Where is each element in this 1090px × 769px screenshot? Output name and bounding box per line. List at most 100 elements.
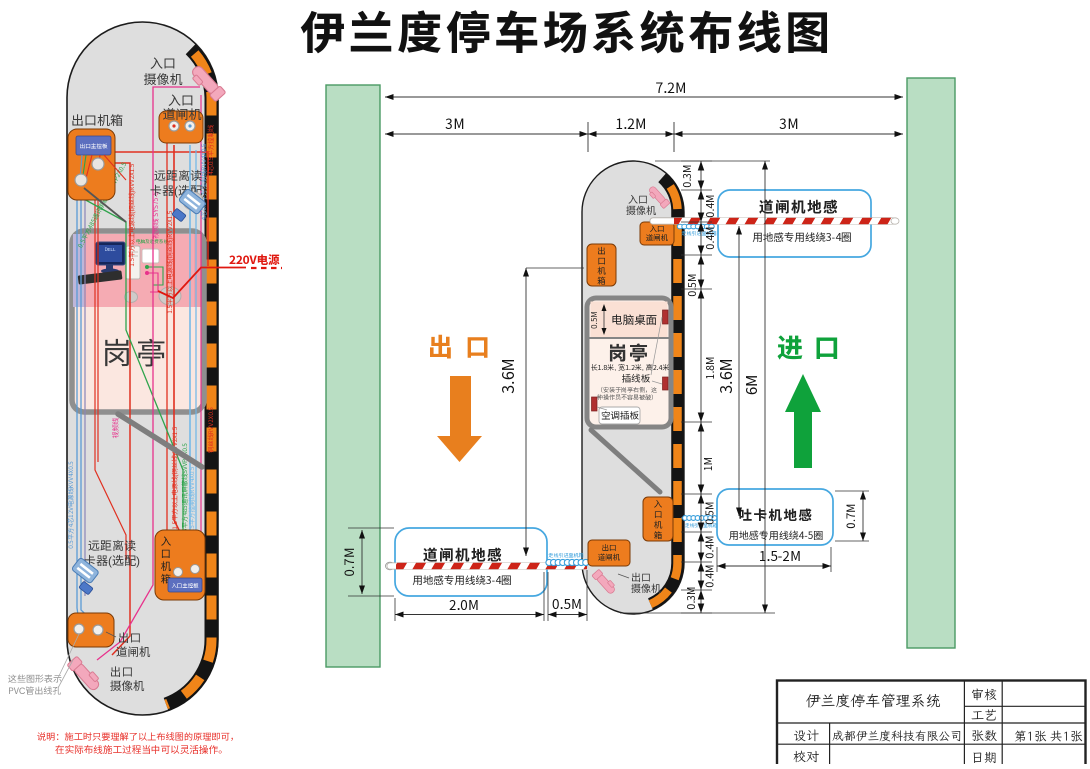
svg-text:视频线 SYS75-5: 视频线 SYS75-5 [150,191,160,239]
svg-text:1.5-2M: 1.5-2M [759,545,801,565]
svg-text:口: 口 [654,509,663,521]
svg-text:口: 口 [597,255,606,267]
svg-text:1M: 1M [701,457,716,471]
svg-text:日期: 日期 [971,749,997,764]
svg-text:视频线: 视频线 [111,418,121,439]
svg-text:道闸机: 道闸机 [598,552,621,563]
svg-text:走线引进至机箱: 走线引进至机箱 [681,230,717,237]
svg-text:入: 入 [161,534,172,549]
svg-text:审核: 审核 [971,686,997,703]
svg-text:空调插板: 空调插板 [601,408,640,422]
svg-text:卡器(选配): 卡器(选配) [84,552,140,569]
svg-text:1.5平方以上电源线(铜丝线)RVV2X1.5: 1.5平方以上电源线(铜丝线)RVV2X1.5 [165,211,174,314]
svg-text:共1张: 共1张 [1050,728,1083,745]
svg-text:张数: 张数 [971,727,998,744]
svg-text:这些图形表示: 这些图形表示 [7,672,62,685]
svg-text:7.2M: 7.2M [656,78,687,98]
svg-text:DELL: DELL [104,247,116,253]
svg-text:出口机箱: 出口机箱 [71,110,123,129]
svg-text:摄像机: 摄像机 [625,202,656,217]
svg-text:远距离读: 远距离读 [88,537,136,554]
svg-text:用地感专用线绕3-4圈: 用地感专用线绕3-4圈 [752,230,851,245]
svg-text:铜丝线RVV2X0.5: 铜丝线RVV2X0.5 [206,407,215,453]
svg-text:远距离读: 远距离读 [154,167,202,184]
svg-text:0.4M: 0.4M [703,194,718,217]
svg-text:伊兰度停车场系统布线图: 伊兰度停车场系统布线图 [300,0,834,62]
svg-text:长1.8米, 宽1.2米, 高2.4米: 长1.8米, 宽1.2米, 高2.4米 [591,363,670,373]
svg-text:出: 出 [597,245,606,257]
svg-text:种操作员不容易被破）: 种操作员不容易被破） [597,393,657,402]
svg-text:6M: 6M [741,375,762,396]
svg-text:道闸机: 道闸机 [162,104,201,123]
svg-text:0.5平方485通讯屏蔽线SVVP2X0.5: 0.5平方485通讯屏蔽线SVVP2X0.5 [180,443,189,537]
svg-text:4芯0.5平方控制线RVV4X0.5: 4芯0.5平方控制线RVV4X0.5 [187,466,196,543]
svg-text:1.2M: 1.2M [616,114,647,134]
svg-text:岗亭: 岗亭 [102,329,170,373]
svg-text:机: 机 [161,559,172,574]
svg-text:出口: 出口 [631,569,651,584]
svg-text:插线板: 插线板 [622,371,651,385]
svg-text:（安装于岗亭右侧，这: （安装于岗亭右侧，这 [597,385,657,394]
svg-text:道闸机地感: 道闸机地感 [423,544,503,565]
svg-text:2.0M: 2.0M [449,594,479,614]
svg-text:摄像机: 摄像机 [143,69,182,88]
svg-text:0.7M: 0.7M [843,503,859,528]
svg-text:道闸机: 道闸机 [116,644,151,660]
svg-text:用地感专用线绕4-5圈: 用地感专用线绕4-5圈 [729,527,824,542]
svg-text:入口主控板: 入口主控板 [172,582,200,590]
svg-text:220V电源: 220V电源 [229,252,280,268]
svg-text:入: 入 [654,498,663,510]
svg-text:电脑桌面: 电脑桌面 [611,312,657,328]
svg-text:箱: 箱 [161,572,172,587]
svg-text:3.6M: 3.6M [713,358,737,393]
svg-text:入口: 入口 [168,90,194,109]
svg-text:3M: 3M [779,114,798,134]
svg-text:3.6M: 3.6M [495,358,519,393]
svg-text:4芯0.5平方控制线RVV4X0.5: 4芯0.5平方控制线RVV4X0.5 [199,143,208,220]
svg-text:出口: 出口 [602,543,617,554]
svg-text:3M: 3M [445,114,464,134]
svg-text:入口: 入口 [650,224,665,235]
svg-text:摄像机: 摄像机 [110,678,145,694]
svg-text:出口主控板: 出口主控板 [80,142,108,150]
svg-text:岗亭: 岗亭 [608,339,650,366]
svg-text:4芯0.5平方控制线: 4芯0.5平方控制线 [206,124,215,175]
svg-text:用地感专用线绕3-4圈: 用地感专用线绕3-4圈 [412,573,511,588]
svg-text:道闸机: 道闸机 [646,233,669,244]
svg-text:在实际布线施工过程当中可以灵活操作。: 在实际布线施工过程当中可以灵活操作。 [55,742,228,756]
svg-text:口: 口 [161,547,172,562]
svg-text:1.5平方以上电源线(铜丝线)RVV2X1.5: 1.5平方以上电源线(铜丝线)RVV2X1.5 [127,164,136,267]
svg-text:伊兰度停车管理系统: 伊兰度停车管理系统 [805,692,940,711]
svg-text:0.4M: 0.4M [703,226,718,249]
svg-text:0.4M: 0.4M [703,564,718,587]
svg-text:走线引进至机箱: 走线引进至机箱 [548,552,584,559]
svg-text:校对: 校对 [793,748,819,764]
svg-text:0.5M: 0.5M [589,311,600,329]
svg-text:0.5M: 0.5M [685,273,700,296]
svg-text:出口: 出口 [118,630,141,646]
svg-text:0.5M: 0.5M [703,501,718,524]
svg-text:出口: 出口 [110,664,133,680]
svg-text:0.4M: 0.4M [703,535,718,558]
svg-text:箱: 箱 [597,275,606,287]
svg-text:道闸机地感: 道闸机地感 [759,196,839,217]
svg-text:电脑及收费系统: 电脑及收费系统 [136,238,169,245]
svg-text:设计: 设计 [793,727,819,744]
svg-text:机: 机 [597,265,606,277]
svg-text:进口: 进口 [777,328,851,365]
svg-text:0.3M: 0.3M [684,586,699,609]
svg-text:1.5平方以上电源线(铜丝线)RVV2X1.5: 1.5平方以上电源线(铜丝线)RVV2X1.5 [170,427,179,530]
svg-text:0.7M: 0.7M [339,548,358,577]
svg-text:0.3M: 0.3M [680,164,695,187]
svg-text:摄像机: 摄像机 [630,580,661,595]
svg-text:说明：施工时只要理解了以上布线图的原理即可，: 说明：施工时只要理解了以上布线图的原理即可， [37,729,239,743]
svg-text:入口: 入口 [150,53,176,72]
svg-text:机: 机 [654,519,663,531]
svg-text:箱: 箱 [654,530,663,542]
svg-text:0.5平方4芯12V电源线KVV4X0.5: 0.5平方4芯12V电源线KVV4X0.5 [66,461,75,549]
svg-text:1.8M: 1.8M [703,356,718,379]
svg-text:入口: 入口 [628,191,648,206]
svg-text:0.5M: 0.5M [552,593,582,613]
svg-text:吐卡机地感: 吐卡机地感 [739,504,814,524]
svg-text:成都伊兰度科技有限公司: 成都伊兰度科技有限公司 [832,729,962,744]
